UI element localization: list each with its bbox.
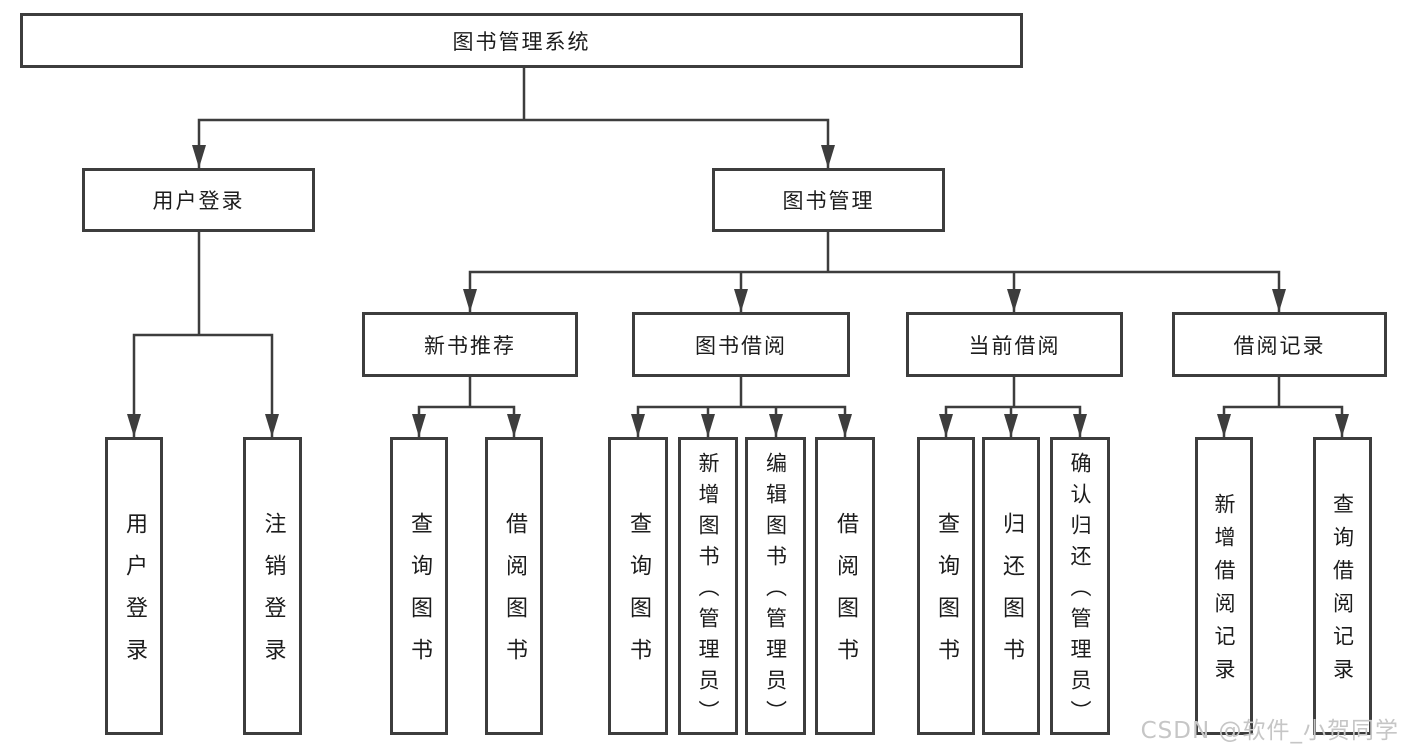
node-label: 借阅图书 [833, 512, 858, 680]
node-new-book-recommendation: 新书推荐 [362, 312, 578, 377]
csdn-watermark: CSDN @软件_小贺同学 [1140, 718, 1399, 744]
node-leaf-add-books-admin: 新增图书（管理员） [678, 437, 738, 735]
node-label: 编辑图书（管理员） [763, 451, 788, 731]
node-leaf-borrow-books-1: 借阅图书 [485, 437, 543, 735]
node-leaf-logout: 注销登录 [243, 437, 302, 735]
node-leaf-query-books-1: 查询图书 [390, 437, 448, 735]
node-leaf-edit-books-admin: 编辑图书（管理员） [745, 437, 806, 735]
node-leaf-query-books-2: 查询图书 [608, 437, 668, 735]
node-label: 借阅记录 [1233, 333, 1326, 358]
node-user-login-branch: 用户登录 [82, 168, 315, 232]
node-label: 注销登录 [260, 512, 286, 680]
node-label: 查询借阅记录 [1330, 493, 1355, 691]
node-leaf-borrow-books-2: 借阅图书 [815, 437, 875, 735]
node-current-borrowing: 当前借阅 [906, 312, 1123, 377]
node-label: 新增借阅记录 [1212, 493, 1236, 691]
node-book-management-branch: 图书管理 [712, 168, 945, 232]
node-label: 归还图书 [999, 512, 1024, 680]
node-label: 用户登录 [122, 512, 147, 680]
node-book-borrowing: 图书借阅 [632, 312, 850, 377]
node-leaf-confirm-return-admin: 确认归还（管理员） [1050, 437, 1110, 735]
node-leaf-user-login: 用户登录 [105, 437, 163, 735]
node-label: 查询图书 [934, 512, 959, 680]
node-label: 借阅图书 [502, 512, 527, 680]
node-label: 新增图书（管理员） [696, 451, 720, 731]
node-borrowing-records: 借阅记录 [1172, 312, 1387, 377]
node-label: 查询图书 [407, 512, 432, 680]
node-library-management-system: 图书管理系统 [20, 13, 1023, 68]
node-label: 查询图书 [626, 512, 651, 680]
node-leaf-query-books-3: 查询图书 [917, 437, 975, 735]
node-leaf-query-borrow-record: 查询借阅记录 [1313, 437, 1372, 735]
node-label: 图书借阅 [695, 333, 787, 358]
node-label: 用户登录 [152, 189, 245, 213]
node-label: 新书推荐 [424, 333, 516, 358]
node-label: 图书管理 [782, 189, 875, 213]
node-label: 图书管理系统 [452, 29, 591, 54]
node-label: 当前借阅 [968, 333, 1061, 358]
node-leaf-return-books: 归还图书 [982, 437, 1040, 735]
node-label: 确认归还（管理员） [1068, 451, 1092, 731]
node-leaf-add-borrow-record: 新增借阅记录 [1195, 437, 1253, 735]
